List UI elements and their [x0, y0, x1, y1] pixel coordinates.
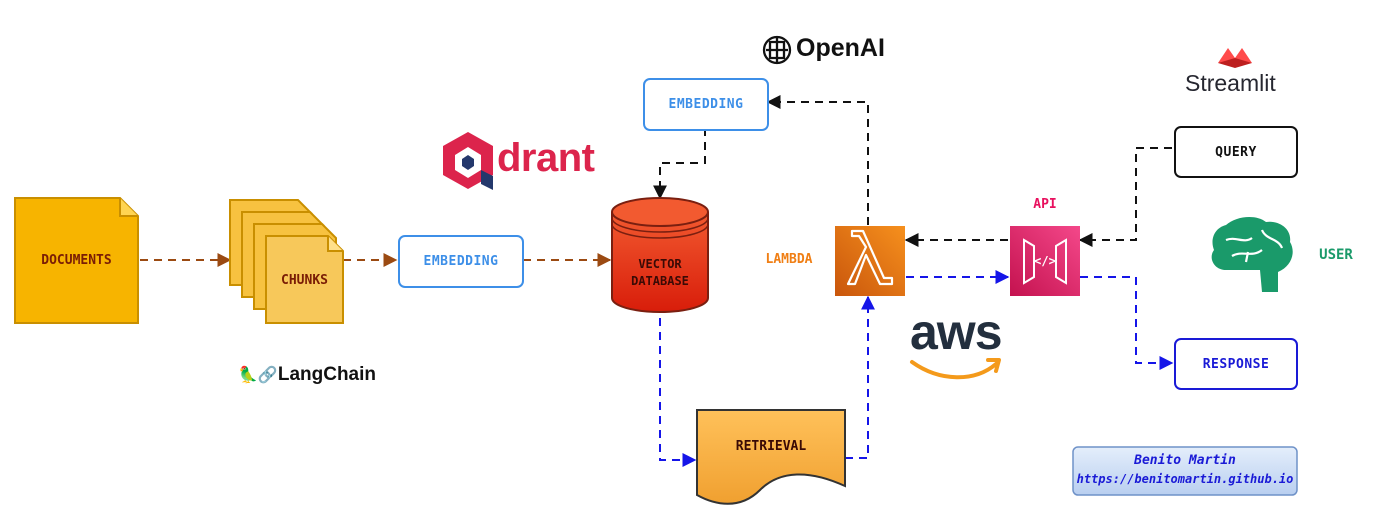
- credit-url[interactable]: https://benitomartin.github.io: [1076, 472, 1294, 486]
- query-label: QUERY: [1215, 144, 1257, 160]
- response-label: RESPONSE: [1202, 356, 1270, 372]
- credit-text: Benito Martin https://benitomartin.githu…: [1073, 452, 1297, 488]
- credit-name: Benito Martin: [1134, 453, 1236, 468]
- api-gateway-icon: </>: [1010, 226, 1080, 296]
- langchain-emoji: 🦜🔗: [238, 367, 278, 384]
- aws-logo-text: aws: [910, 304, 1003, 360]
- vector-database-label: VECTOR DATABASE: [612, 253, 708, 293]
- streamlit-icon: [1218, 48, 1252, 68]
- embedding-label: EMBEDDING: [423, 254, 499, 269]
- edge-query-to-api: [1078, 147, 1172, 247]
- vector-db-line2: DATABASE: [631, 274, 689, 288]
- qdrant-icon: [443, 132, 493, 190]
- retrieval-label: RETRIEVAL: [735, 438, 807, 454]
- lambda-label: LAMBDA: [765, 251, 813, 267]
- openai-embedding-node: EMBEDDING: [643, 78, 769, 131]
- retrieval-node: [696, 409, 846, 505]
- chunks-label: CHUNKS: [281, 272, 328, 288]
- vector-db-line1: VECTOR: [638, 257, 682, 271]
- edge-retrieval-to-lambda: [845, 295, 875, 459]
- streamlit-logo-text: Streamlit: [1185, 70, 1276, 96]
- edge-api-to-response: [1080, 276, 1174, 370]
- documents-label: DOCUMENTS: [41, 252, 112, 268]
- qdrant-logo-text: drant: [497, 136, 595, 180]
- langchain-logo: 🦜🔗LangChain: [238, 364, 376, 386]
- response-node: RESPONSE: [1174, 338, 1298, 390]
- vector-database-node: [611, 197, 709, 313]
- lambda-icon: [835, 226, 905, 296]
- chunks-node: [229, 199, 344, 324]
- openai-icon: [762, 35, 792, 65]
- documents-node: [14, 197, 139, 324]
- edge-openai-embedding-to-vectordb: [653, 128, 706, 200]
- aws-smile-icon: [910, 358, 1001, 380]
- svg-text:</>: </>: [1034, 254, 1056, 268]
- langchain-text: LangChain: [277, 364, 377, 385]
- user-label: USER: [1319, 247, 1353, 263]
- query-node: QUERY: [1174, 126, 1298, 178]
- credit-box: [1072, 446, 1298, 496]
- openai-logo-text: OpenAI: [796, 34, 885, 62]
- api-label: API: [1033, 196, 1057, 212]
- edge-vectordb-to-retrieval: [659, 318, 697, 467]
- brain-icon: [1211, 216, 1293, 292]
- openai-embedding-label: EMBEDDING: [668, 97, 744, 112]
- edge-lambda-to-openai-embedding: [766, 95, 869, 225]
- embedding-node: EMBEDDING: [398, 235, 524, 288]
